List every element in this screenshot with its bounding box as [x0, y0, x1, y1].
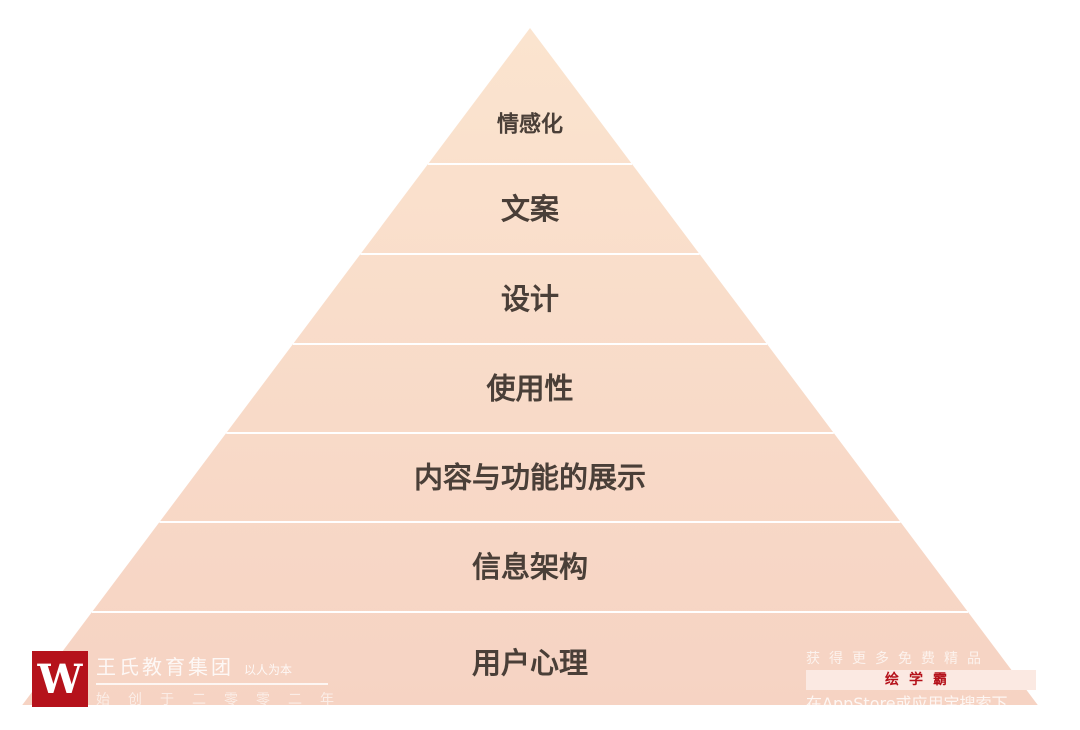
watermark-subtitle: 始创于二零零二年: [96, 692, 352, 705]
watermark-right: 获得更多免费精品 绘学霸 在AppStore或应用宝搜索下: [806, 648, 1036, 706]
pyramid-layer-label: 文案: [501, 192, 560, 226]
watermark-divider: [96, 683, 328, 685]
watermark-title: 王氏教育集团以人为本: [96, 651, 292, 680]
watermark-left: W 王氏教育集团以人为本 始创于二零零二年: [32, 651, 334, 707]
pyramid-layer-label: 信息架构: [472, 550, 588, 584]
pyramid-layer-label: 情感化: [497, 112, 563, 138]
watermark-right-line3: 在AppStore或应用宝搜索下: [806, 694, 1008, 706]
pyramid-layer-label: 设计: [501, 282, 559, 316]
watermark-right-brand: 绘学霸: [806, 670, 1036, 690]
watermark-title-text: 王氏教育集团: [96, 655, 234, 679]
watermark-right-line1: 获得更多免费精品: [806, 651, 990, 667]
brand-logo: W: [32, 651, 88, 707]
pyramid-shape: [22, 28, 1038, 705]
pyramid-layer-label: 内容与功能的展示: [414, 461, 646, 495]
watermark-slogan: 以人为本: [244, 663, 293, 677]
pyramid-layer-label: 使用性: [485, 372, 573, 406]
pyramid-layer-label: 用户心理: [472, 646, 588, 680]
